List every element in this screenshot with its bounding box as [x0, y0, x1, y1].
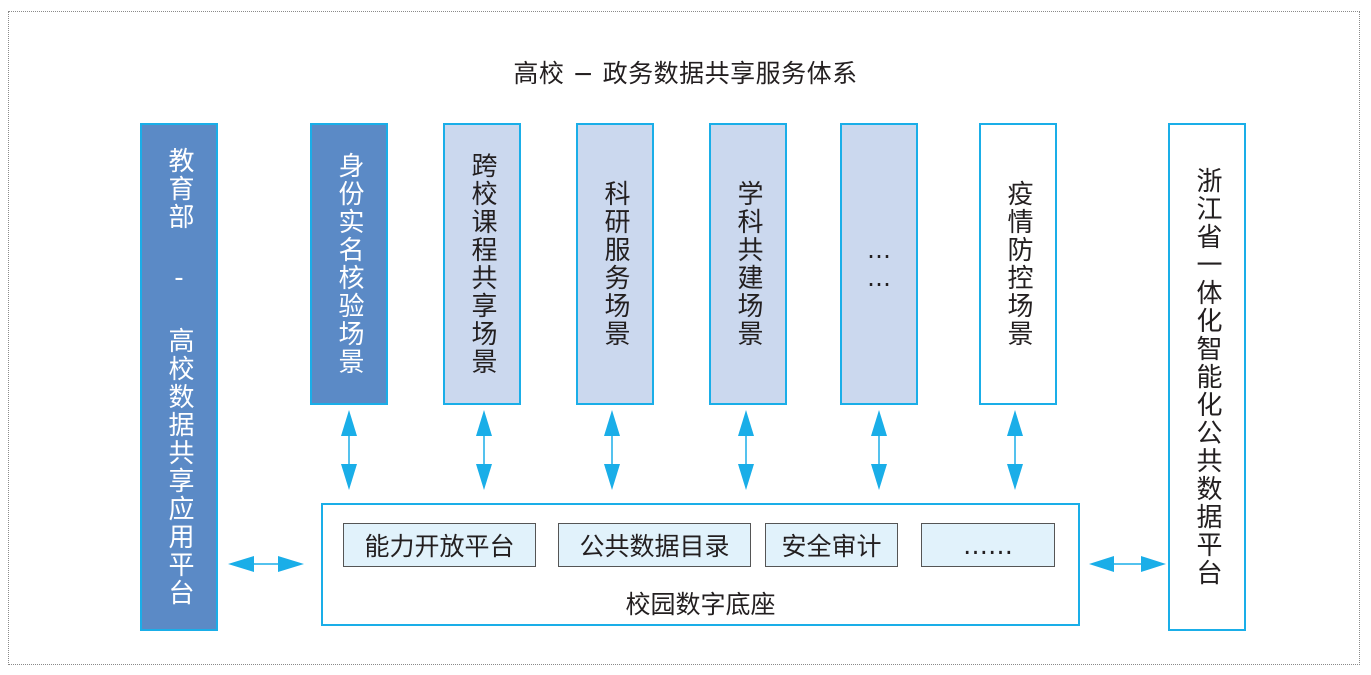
- bidirectional-arrow-icon: [603, 409, 621, 491]
- diagram-title: 高校 − 政务数据共享服务体系: [513, 59, 858, 88]
- scenario-box-research: 科研服务场景: [576, 123, 654, 405]
- bidirectional-arrow-icon: [228, 556, 304, 572]
- scenario-box-identity: 身份实名核验场景: [310, 123, 388, 405]
- bidirectional-arrow-icon: [1006, 409, 1024, 491]
- scenario-label: 学科共建场景: [733, 180, 763, 348]
- campus-digital-base-label: 校园数字底座: [625, 590, 776, 619]
- scenario-box-epidemic: 疫情防控场景: [979, 123, 1057, 405]
- bidirectional-arrow-icon: [475, 409, 493, 491]
- zhejiang-platform-label: 浙江省一体化智能化公共数据平台: [1192, 167, 1222, 587]
- capability-security-audit: 安全审计: [765, 523, 898, 567]
- capability-open-platform: 能力开放平台: [343, 523, 536, 567]
- scenario-box-course-sharing: 跨校课程共享场景: [443, 123, 521, 405]
- capability-data-catalog: 公共数据目录: [558, 523, 751, 567]
- bidirectional-arrow-icon: [1089, 556, 1166, 572]
- bidirectional-arrow-icon: [340, 409, 358, 491]
- scenario-box-discipline: 学科共建场景: [709, 123, 787, 405]
- scenario-label: 科研服务场景: [600, 180, 630, 348]
- moe-platform-label: 教育部 ‐ 高校数据共享应用平台: [164, 147, 194, 607]
- scenario-box-more: ……: [840, 123, 918, 405]
- capability-more: ……: [921, 523, 1055, 567]
- scenario-label: 跨校课程共享场景: [467, 152, 497, 376]
- scenario-label: ……: [865, 236, 893, 292]
- scenario-label: 疫情防控场景: [1003, 180, 1033, 348]
- scenario-label: 身份实名核验场景: [334, 152, 364, 376]
- diagram-frame: [8, 11, 1360, 665]
- bidirectional-arrow-icon: [870, 409, 888, 491]
- bidirectional-arrow-icon: [737, 409, 755, 491]
- moe-platform-box: 教育部 ‐ 高校数据共享应用平台: [140, 123, 218, 631]
- zhejiang-platform-box: 浙江省一体化智能化公共数据平台: [1168, 123, 1246, 631]
